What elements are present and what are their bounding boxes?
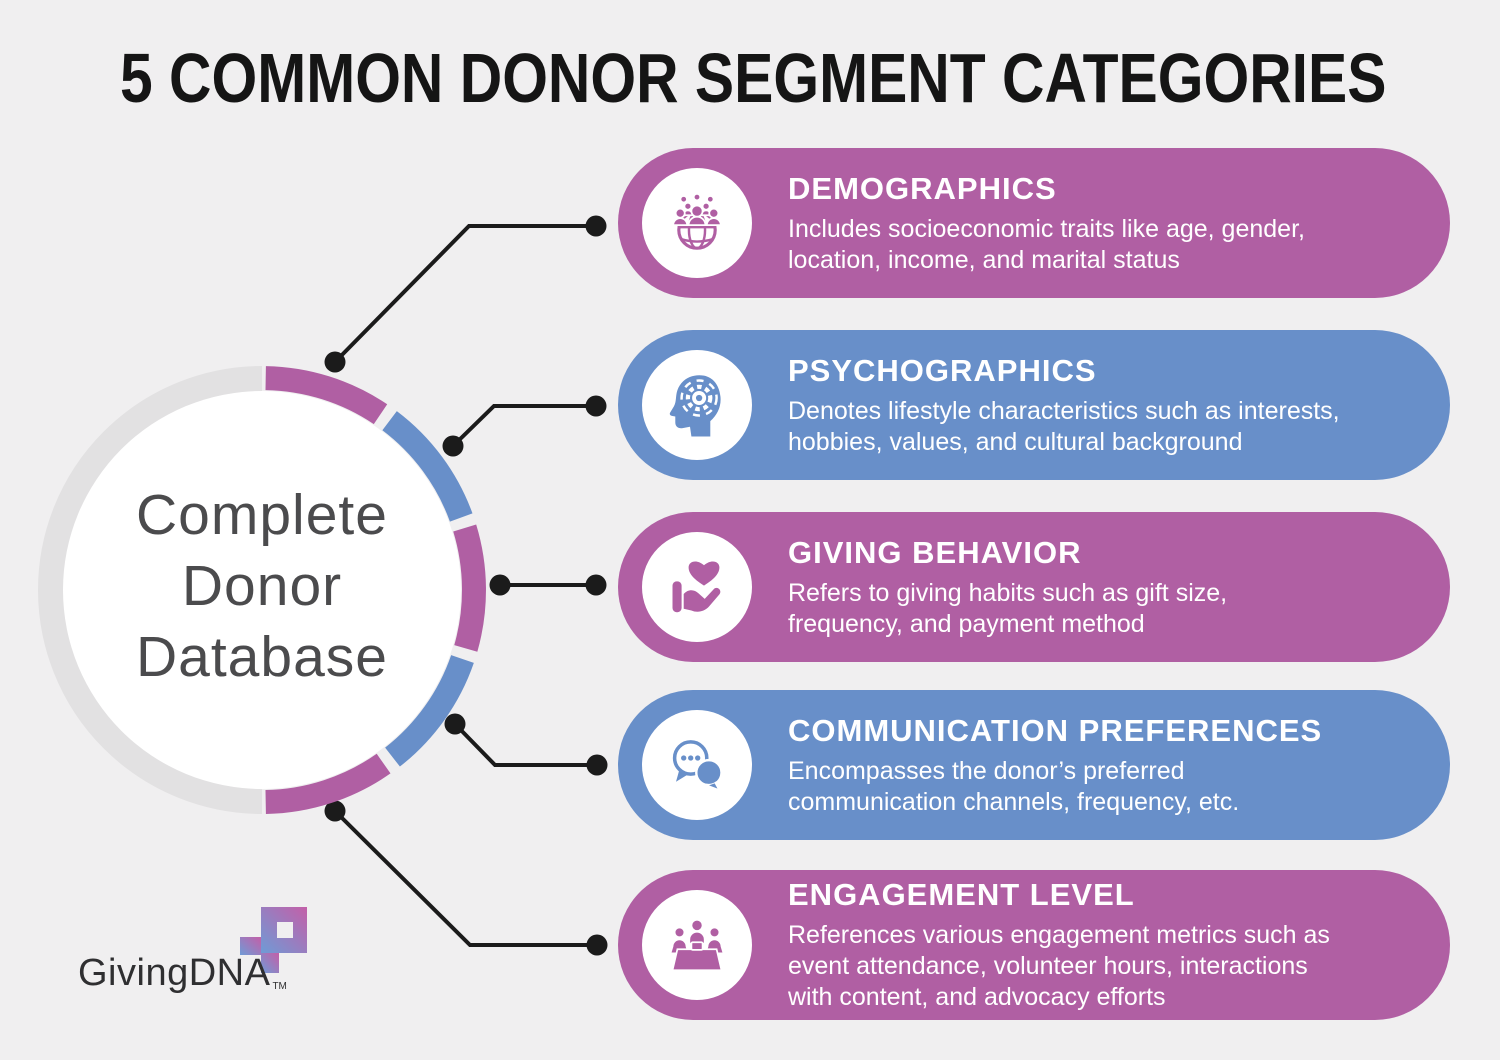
meeting-people-glyph	[669, 918, 725, 972]
page-title: 5 COMMON DONOR SEGMENT CATEGORIES	[120, 39, 1387, 117]
hub-segment-engagement	[265, 753, 391, 814]
demographics-icon	[642, 168, 752, 278]
category-card-giving-behavior: GIVING BEHAVIOR Refers to giving habits …	[618, 512, 1450, 662]
connector-demographics	[333, 224, 596, 364]
category-description-communication-preferences: Encompasses the donor’s preferred commun…	[788, 756, 1240, 816]
globe-people-glyph	[672, 194, 722, 250]
hub-segment-psychographics	[382, 411, 473, 522]
hub-segment-demographics	[265, 366, 388, 425]
logo-text: GivingDNA	[78, 952, 271, 994]
chat-bubbles-glyph	[672, 740, 723, 793]
hub-segment-giving-behavior	[453, 524, 486, 652]
category-title-psychographics: PSYCHOGRAPHICS	[788, 352, 1097, 388]
logo-trademark: TM	[272, 981, 287, 992]
psychographics-icon	[642, 350, 752, 460]
logo-mark-hole	[277, 922, 293, 938]
hub-title-line-1: Complete	[136, 483, 388, 547]
givingdna-logo: GivingDNA TM	[78, 905, 328, 995]
connector-lines	[333, 224, 597, 947]
category-card-engagement-level: ENGAGEMENT LEVEL References various enga…	[618, 870, 1450, 1020]
communication-icon	[642, 710, 752, 820]
hub-ring-gray-half	[38, 366, 263, 814]
givingdna-logo-mark	[240, 907, 307, 973]
hub-title: Complete Donor Database	[62, 480, 462, 693]
category-description-engagement-level: References various engagement metrics su…	[788, 921, 1330, 1011]
category-card-psychographics: PSYCHOGRAPHICS Denotes lifestyle charact…	[618, 330, 1450, 480]
logo-wordmark: GivingDNA TM	[78, 952, 287, 995]
head-gear-glyph	[669, 375, 721, 437]
hub-inner-circle	[63, 391, 461, 789]
hub-title-line-3: Database	[135, 625, 388, 689]
category-title-engagement-level: ENGAGEMENT LEVEL	[788, 877, 1135, 912]
hub-title-line-2: Donor	[181, 554, 343, 618]
connector-engagement	[333, 809, 597, 947]
giving-behavior-icon	[642, 532, 752, 642]
category-title-demographics: DEMOGRAPHICS	[788, 170, 1057, 206]
hub-ring-segments	[265, 366, 486, 814]
category-description-demographics: Includes socioeconomic traits like age, …	[788, 214, 1305, 274]
category-title-giving-behavior: GIVING BEHAVIOR	[788, 534, 1082, 570]
hub-segment-communication	[384, 654, 474, 767]
category-title-communication-preferences: COMMUNICATION PREFERENCES	[788, 712, 1323, 748]
category-card-demographics: DEMOGRAPHICS Includes socioeconomic trai…	[618, 148, 1450, 298]
hand-heart-glyph	[672, 561, 721, 613]
category-card-communication-preferences: COMMUNICATION PREFERENCES Encompasses th…	[618, 690, 1450, 840]
connector-communication	[453, 722, 597, 767]
engagement-icon	[642, 890, 752, 1000]
connector-dots	[324, 215, 608, 956]
category-description-psychographics: Denotes lifestyle characteristics such a…	[788, 396, 1340, 456]
category-description-giving-behavior: Refers to giving habits such as gift siz…	[788, 578, 1228, 638]
connector-psychographics	[451, 404, 596, 448]
